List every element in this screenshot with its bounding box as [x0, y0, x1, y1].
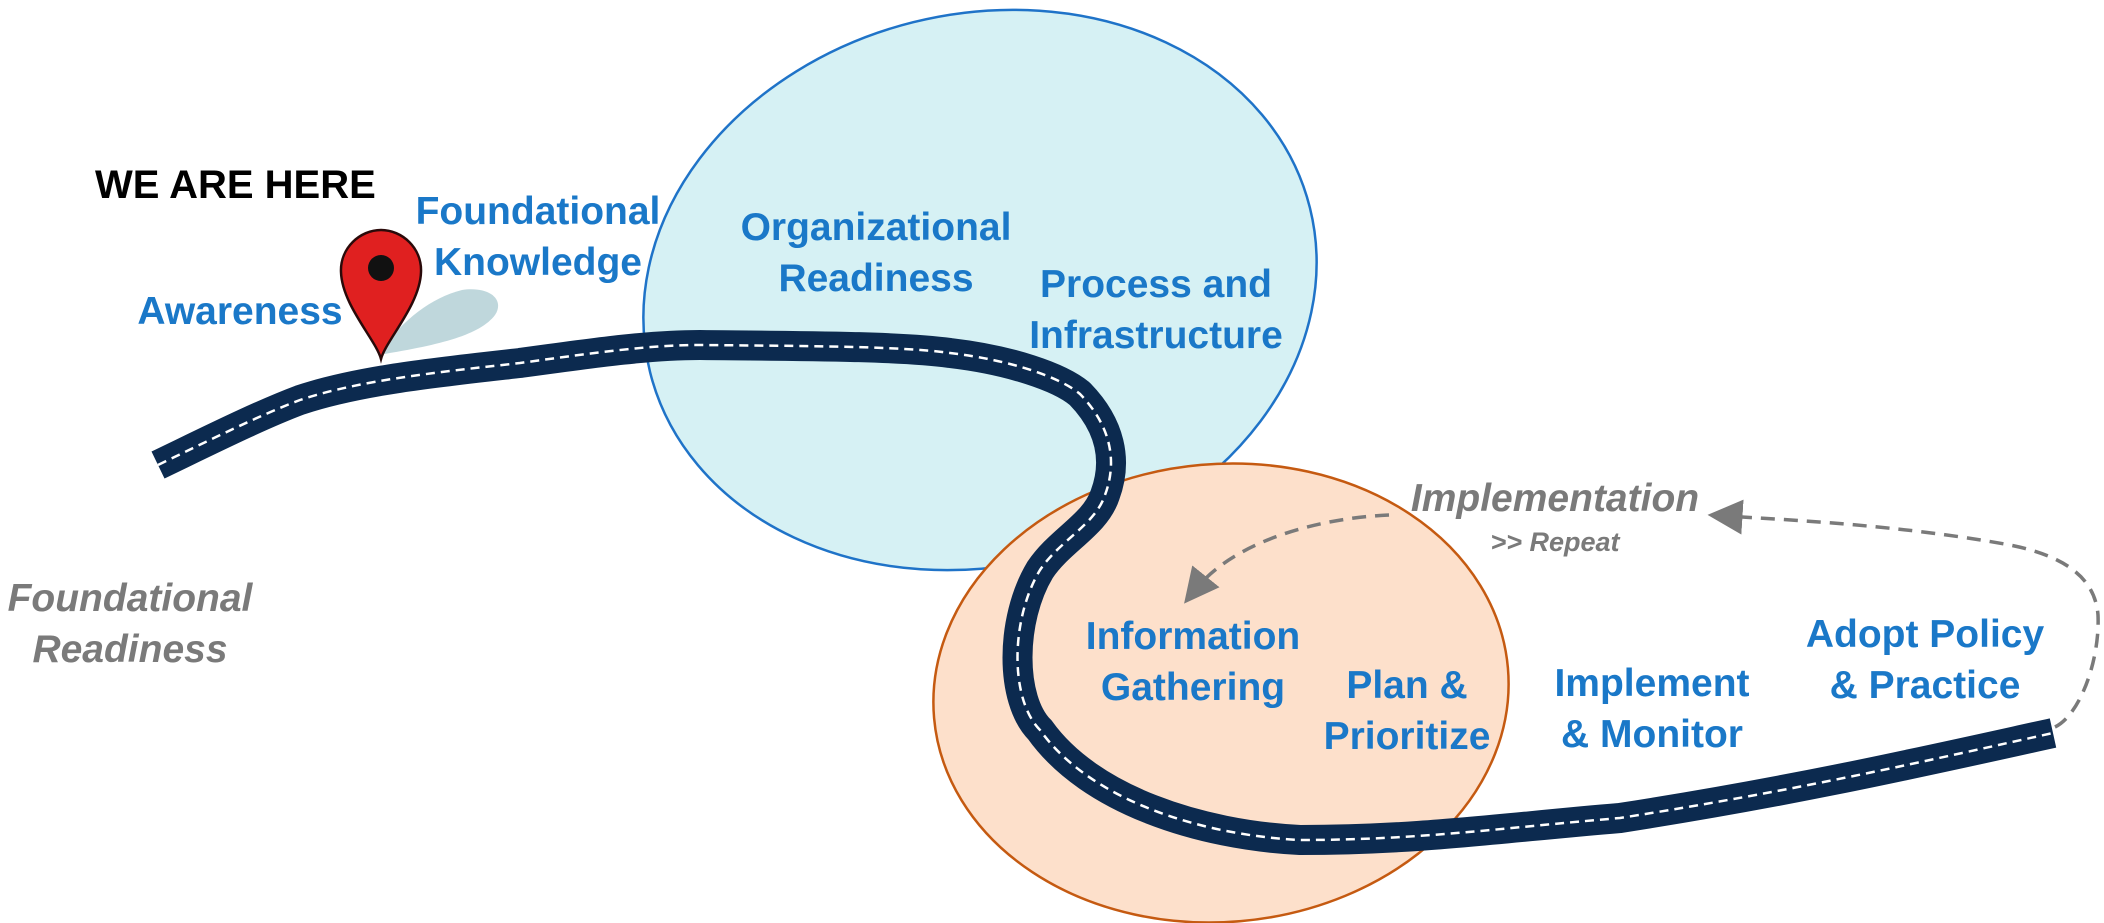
phase-foundational-readiness-line-2: Readiness: [32, 628, 228, 671]
stage-organizational-readiness-line-2: Readiness: [778, 257, 974, 300]
phase-repeat: >> Repeat: [1490, 527, 1620, 557]
stage-organizational-readiness: Organizational Readiness: [726, 202, 1026, 304]
stage-process-infrastructure: Process and Infrastructure: [1016, 259, 1296, 361]
repeat-arrow: [1184, 499, 2100, 729]
phase-foundational-readiness: Foundational Readiness: [0, 573, 260, 675]
road-path: [151, 330, 2057, 855]
stage-foundational-knowledge-line-1: Foundational: [415, 190, 661, 233]
stage-implement-monitor: Implement & Monitor: [1542, 658, 1762, 760]
pin-shadow: [378, 289, 499, 355]
stage-adopt-policy: Adopt Policy & Practice: [1795, 609, 2055, 711]
location-pin-icon: [339, 228, 423, 364]
we-are-here-label: WE ARE HERE: [95, 163, 376, 207]
stage-implement-monitor-line-2: & Monitor: [1561, 713, 1743, 756]
stage-process-infrastructure-line-2: Infrastructure: [1029, 314, 1283, 357]
stage-plan-prioritize-line-2: Prioritize: [1323, 715, 1491, 758]
stage-organizational-readiness-line-1: Organizational: [740, 206, 1012, 249]
stage-implement-monitor-line-1: Implement: [1554, 662, 1750, 705]
stage-plan-prioritize-line-1: Plan &: [1346, 664, 1468, 707]
stage-information-gathering: Information Gathering: [1073, 611, 1313, 713]
stage-foundational-knowledge-line-2: Knowledge: [433, 241, 642, 284]
stage-foundational-knowledge: Foundational Knowledge: [398, 186, 678, 288]
phase-foundational-readiness-line-1: Foundational: [7, 577, 253, 620]
phase-implementation: Implementation: [1410, 477, 1700, 520]
stage-adopt-policy-line-2: & Practice: [1829, 664, 2021, 707]
stage-adopt-policy-line-1: Adopt Policy: [1805, 613, 2045, 656]
stage-awareness: Awareness: [137, 290, 343, 333]
stage-information-gathering-line-1: Information: [1085, 615, 1301, 658]
stage-process-infrastructure-line-1: Process and: [1040, 263, 1272, 306]
stage-plan-prioritize: Plan & Prioritize: [1307, 660, 1507, 762]
implementation-ellipse: [932, 462, 1510, 923]
stage-information-gathering-line-2: Gathering: [1100, 666, 1286, 709]
